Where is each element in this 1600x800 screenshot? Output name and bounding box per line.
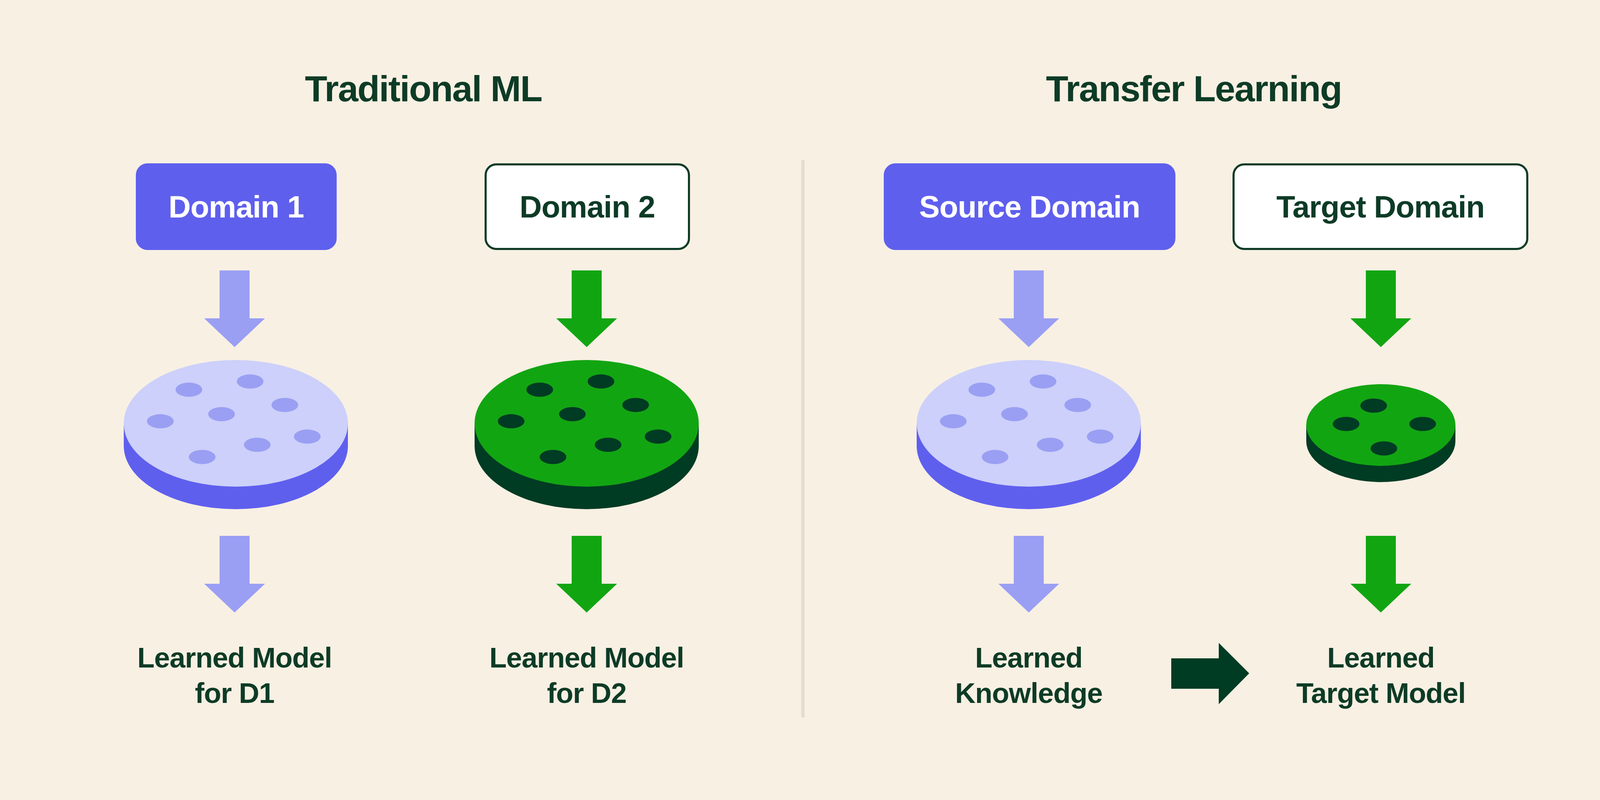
data-point	[1360, 398, 1388, 413]
disk-top	[474, 360, 699, 487]
output-label: Learned Model for D2	[470, 640, 704, 711]
divider-line	[801, 160, 805, 718]
domain-box: Target Domain	[1232, 163, 1529, 250]
down-arrow	[556, 270, 618, 348]
transfer-arrow	[1171, 642, 1250, 705]
section-heading: Traditional ML	[173, 65, 674, 112]
data-disk	[474, 360, 699, 510]
output-label: Learned Knowledge	[920, 640, 1138, 711]
data-point	[208, 407, 235, 422]
data-point	[940, 414, 967, 429]
data-point	[559, 407, 586, 422]
domain-box: Domain 2	[484, 163, 690, 250]
data-point	[1086, 429, 1114, 444]
data-point	[981, 450, 1009, 465]
box-label: Domain 1	[168, 189, 304, 225]
data-disk	[1306, 384, 1456, 483]
domain-box: Source Domain	[883, 163, 1176, 250]
down-arrow	[204, 270, 265, 348]
data-point	[271, 397, 299, 413]
down-arrow	[204, 535, 265, 613]
output-label: Learned Target Model	[1282, 640, 1479, 711]
domain-box: Domain 1	[135, 163, 337, 250]
box-label: Domain 2	[519, 189, 655, 225]
output-label: Learned Model for D1	[117, 640, 352, 711]
box-label: Target Domain	[1276, 189, 1485, 225]
data-point	[968, 382, 995, 397]
data-point	[526, 382, 553, 397]
disk-top	[916, 360, 1141, 487]
down-arrow	[556, 535, 618, 613]
data-point	[1332, 417, 1360, 432]
data-disk	[123, 360, 348, 510]
data-disk	[916, 360, 1141, 510]
data-point	[1409, 417, 1436, 432]
data-point	[243, 437, 271, 452]
data-point	[188, 450, 216, 465]
data-point	[587, 374, 615, 389]
data-point	[236, 374, 264, 389]
data-point	[293, 429, 321, 444]
data-point	[1029, 374, 1057, 389]
down-arrow	[1350, 535, 1412, 613]
data-point	[1036, 437, 1064, 452]
data-point	[175, 382, 203, 397]
data-point	[622, 397, 650, 413]
data-point	[539, 450, 567, 465]
data-point	[1064, 397, 1092, 413]
data-point	[1370, 441, 1398, 456]
data-point	[644, 429, 672, 444]
data-point	[594, 437, 622, 452]
down-arrow	[998, 270, 1060, 348]
box-label: Source Domain	[919, 189, 1140, 225]
data-point	[1001, 407, 1028, 422]
data-point	[497, 414, 525, 429]
data-point	[147, 414, 174, 429]
down-arrow	[998, 535, 1060, 613]
down-arrow	[1350, 270, 1412, 348]
disk-top	[123, 360, 348, 487]
disk-top	[1306, 384, 1456, 466]
section-heading: Transfer Learning	[943, 65, 1444, 112]
